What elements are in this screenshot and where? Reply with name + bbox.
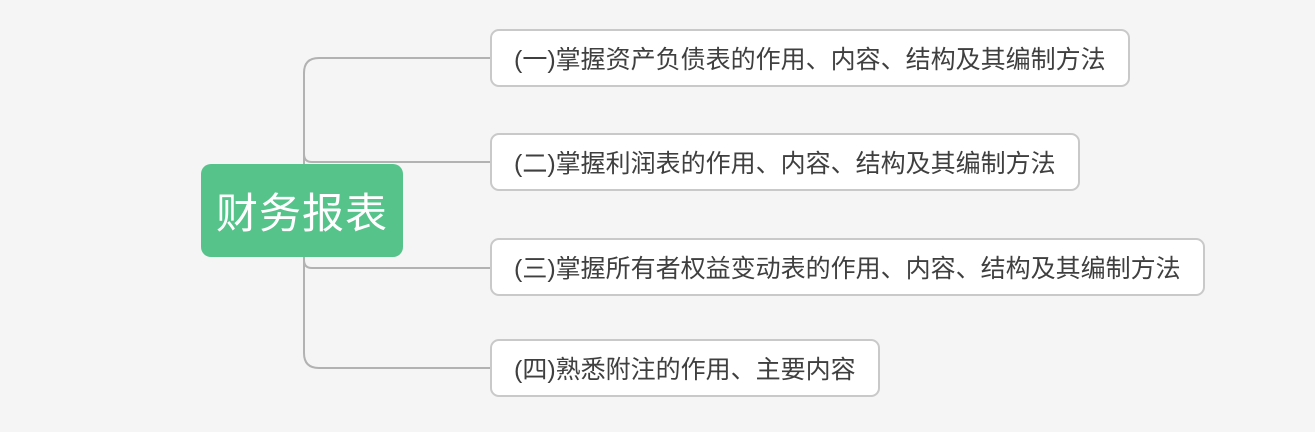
branch-node-income-statement[interactable]: (二)掌握利润表的作用、内容、结构及其编制方法: [490, 133, 1080, 191]
branch-node-balance-sheet[interactable]: (一)掌握资产负债表的作用、内容、结构及其编制方法: [490, 29, 1130, 87]
branch-node-equity-change-statement[interactable]: (三)掌握所有者权益变动表的作用、内容、结构及其编制方法: [490, 238, 1205, 296]
branch-node-notes[interactable]: (四)熟悉附注的作用、主要内容: [490, 339, 880, 397]
root-node-financial-statements[interactable]: 财务报表: [201, 164, 403, 257]
connector-branch-2: [303, 129, 491, 163]
connector-branch-4: [303, 209, 491, 369]
connector-branch-1: [303, 57, 491, 211]
